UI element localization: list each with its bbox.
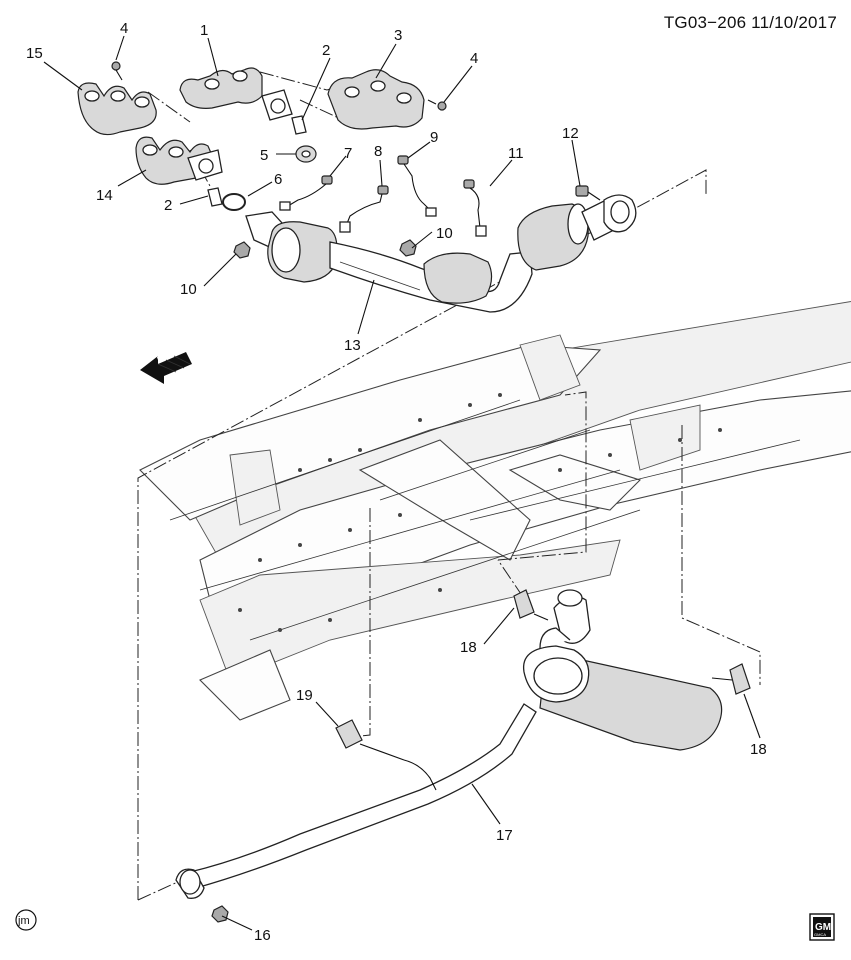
callout-10-left: 10: [180, 281, 197, 298]
oxygen-sensor-7: [279, 175, 333, 211]
stud-2-lower: [207, 187, 223, 207]
leader-lines: [43, 35, 761, 931]
gm-logo-text: GM: [815, 922, 831, 933]
intermediate-pipe-17: [175, 703, 537, 899]
bolt-12: [575, 185, 601, 201]
callout-13: 13: [344, 337, 361, 354]
oxygen-sensor-9: [397, 155, 437, 217]
callout-14: 14: [96, 187, 113, 204]
stud-2-upper: [291, 115, 307, 135]
callout-18-right: 18: [750, 741, 767, 758]
muffler-assembly: [522, 589, 723, 751]
gasket-5: [295, 145, 317, 163]
callout-10-right: 10: [436, 225, 453, 242]
gm-logo: GM GMCA: [809, 913, 835, 941]
callout-5: 5: [260, 147, 268, 164]
artist-mark: jm: [15, 909, 37, 931]
hanger-16: [211, 905, 229, 923]
callout-4-left: 4: [120, 20, 128, 37]
exhaust-manifold-left-15: [77, 82, 157, 136]
callout-12: 12: [562, 125, 579, 142]
oxygen-sensor-8: [339, 185, 389, 233]
artist-mark-label: jm: [17, 915, 30, 927]
callout-18-left: 18: [460, 639, 477, 656]
hanger-insulator-18-left: [513, 589, 549, 621]
callout-15: 15: [26, 45, 43, 62]
diagram-code: TG03−206 11/10/2017: [663, 13, 837, 32]
callout-2-lower: 2: [164, 197, 172, 214]
callout-17: 17: [496, 827, 513, 844]
callout-16: 16: [254, 927, 271, 944]
callout-11: 11: [508, 145, 524, 162]
oxygen-sensor-11: [463, 179, 487, 237]
callout-6: 6: [274, 171, 282, 188]
hanger-insulator-19: [335, 719, 437, 791]
callout-3: 3: [394, 27, 402, 44]
exhaust-manifold-right-3: [327, 69, 425, 130]
callout-7: 7: [344, 145, 352, 162]
callout-4-right: 4: [470, 50, 478, 67]
exhaust-manifold-gasket-1: [179, 67, 293, 121]
bolt-4-right: [427, 99, 447, 111]
seal-ring-6: [222, 193, 246, 211]
nut-10-left: [233, 241, 251, 259]
hanger-insulator-18-right: [711, 663, 751, 695]
callout-9: 9: [430, 129, 438, 146]
bolt-4-left: [111, 61, 123, 81]
callout-1: 1: [200, 22, 208, 39]
callout-19: 19: [296, 687, 313, 704]
callout-labels: 1 2 2 3 4 4 5 6 7 8 9 10 10 11 12 13 14 …: [26, 20, 767, 944]
callout-8: 8: [374, 143, 382, 160]
catalytic-converter-assembly-13: [245, 194, 637, 313]
exhaust-manifold-left-14: [135, 136, 223, 185]
gm-logo-sub: GMCA: [814, 932, 826, 937]
nut-10-right: [399, 239, 417, 257]
callout-2-upper: 2: [322, 42, 330, 59]
vehicle-frame: [139, 301, 851, 721]
front-direction-arrow: FRT: [140, 347, 192, 384]
